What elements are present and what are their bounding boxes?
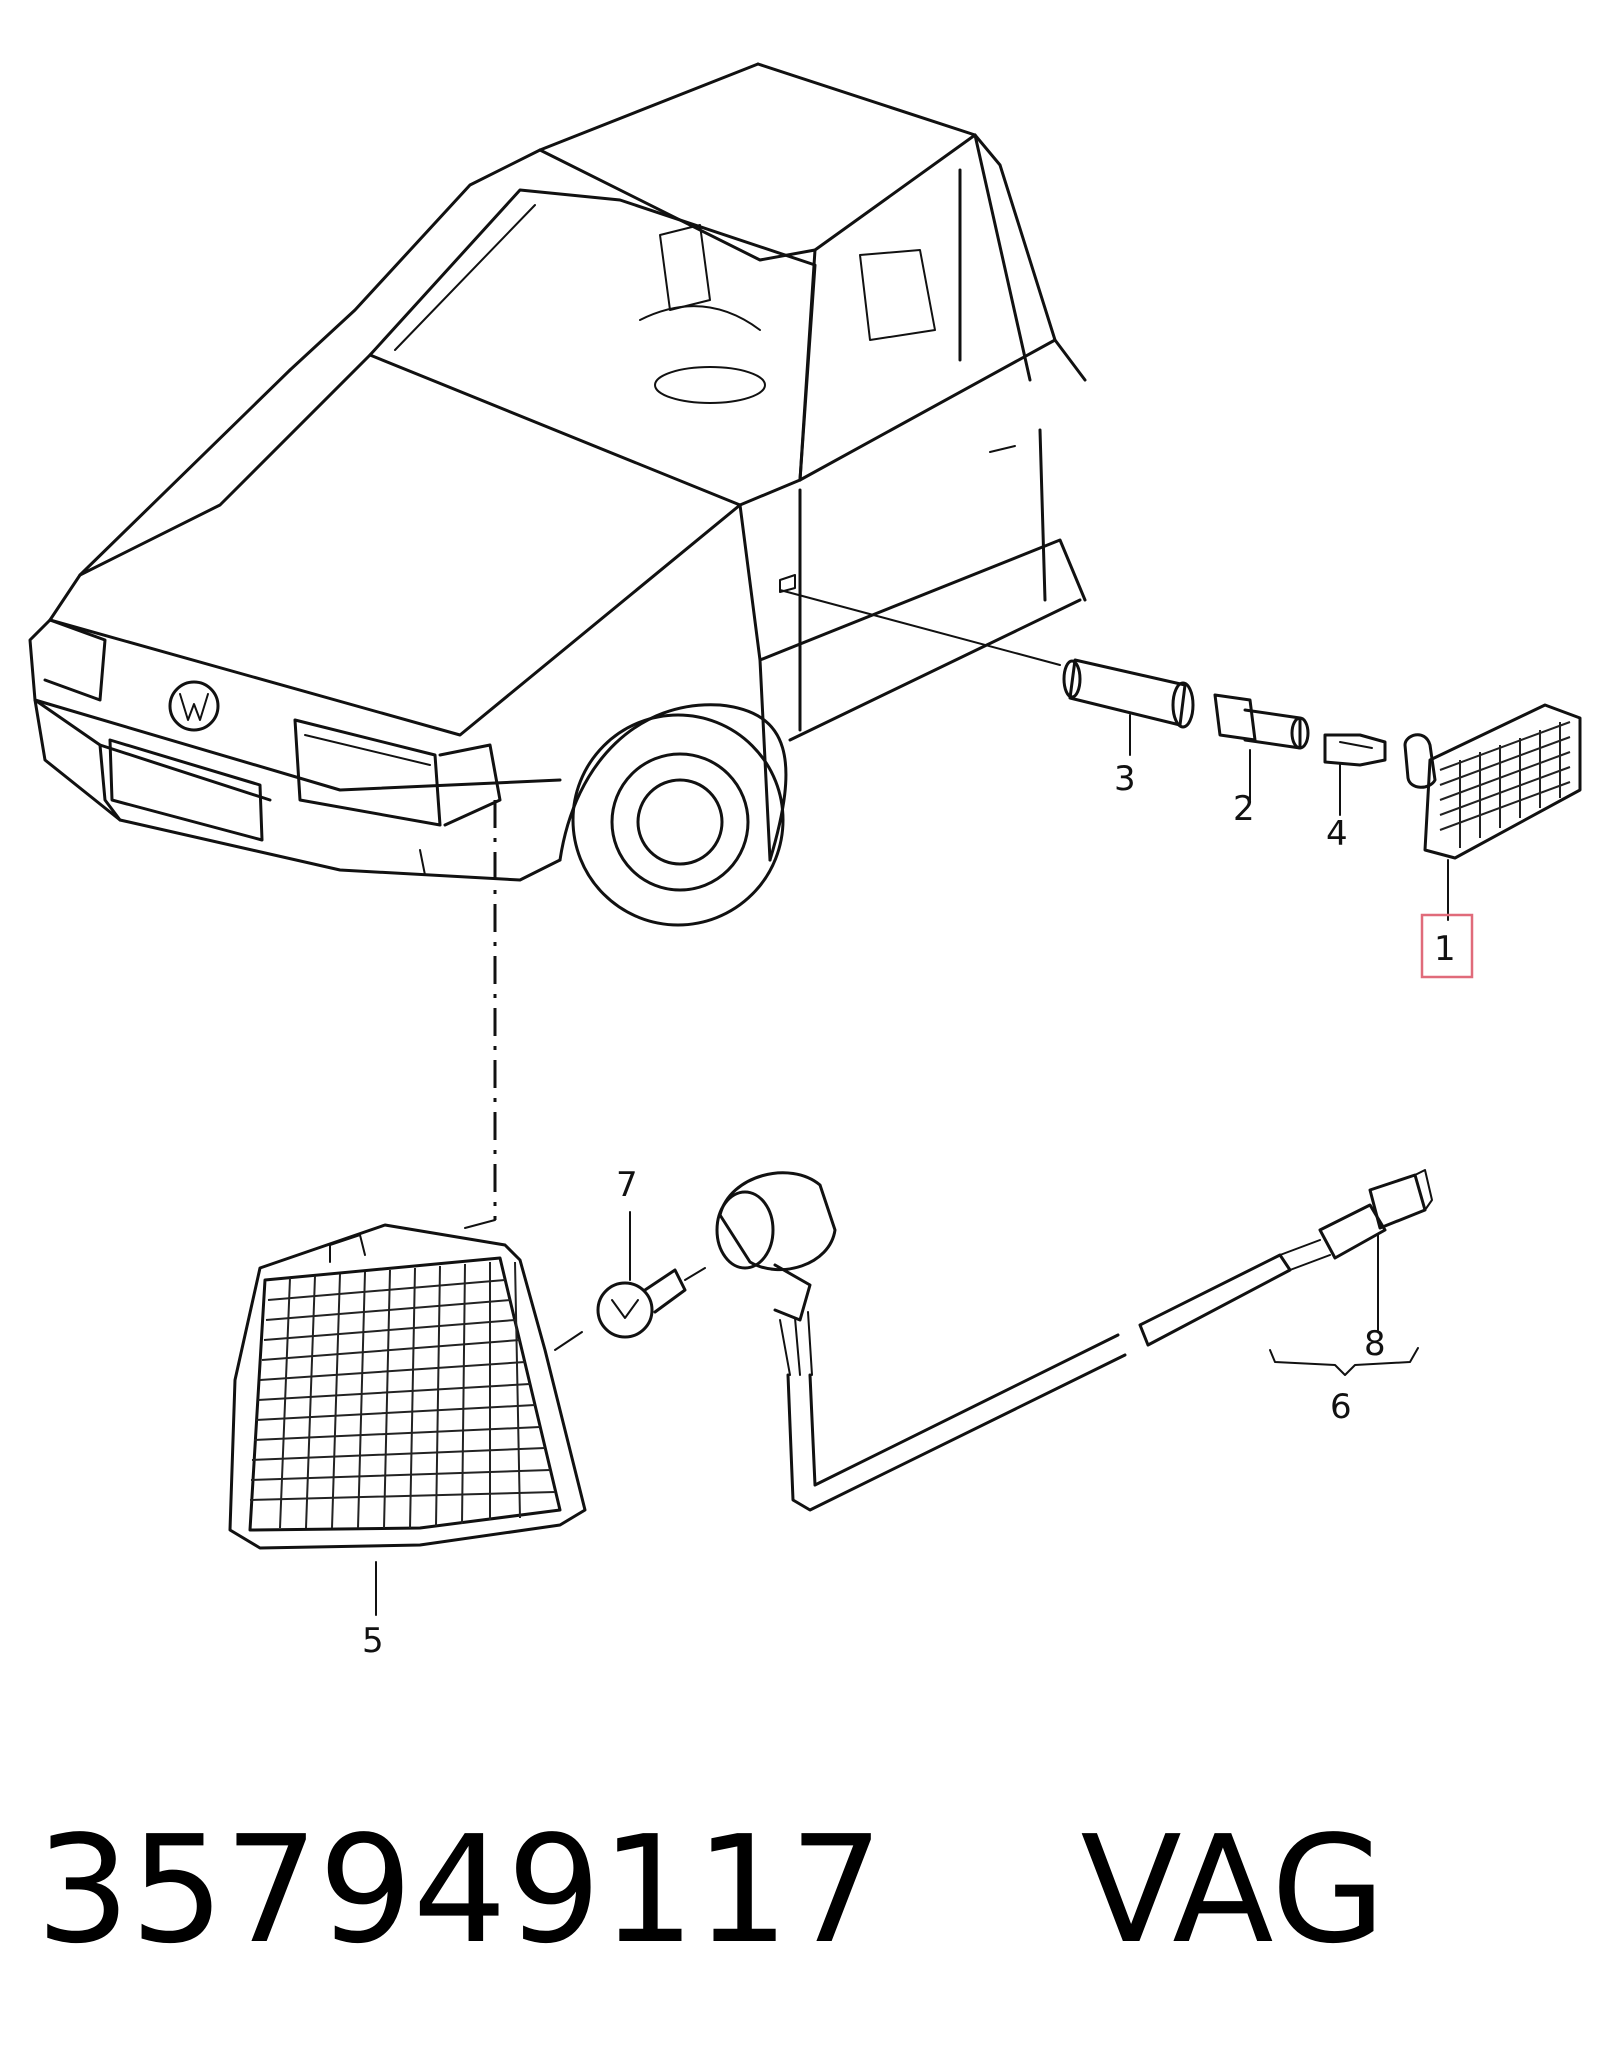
part-caption: 357949117 VAG	[36, 1790, 1596, 1990]
callout-5-label: 5	[362, 1621, 384, 1661]
part-1-side-marker-lens	[1403, 703, 1582, 921]
callout-8-label: 8	[1364, 1324, 1386, 1364]
part-number: 357949117	[36, 1804, 884, 1976]
brand-name: VAG	[1080, 1804, 1386, 1976]
callout-4-label: 4	[1326, 814, 1348, 854]
callout-1: 1	[1420, 913, 1474, 979]
part-3-socket-sleeve	[1062, 658, 1195, 756]
part-2-bulb-holder	[1213, 693, 1310, 801]
callout-2-label: 2	[1233, 789, 1255, 829]
part-5-front-indicator-lens	[228, 1223, 587, 1616]
callout-1-label: 1	[1434, 929, 1456, 969]
callout-3-label: 3	[1114, 759, 1136, 799]
callout-6-label: 6	[1330, 1387, 1352, 1427]
leader-line-side-marker	[779, 589, 1061, 666]
part-7-bulb	[554, 1211, 706, 1351]
part-4-wedge-bulb	[1323, 733, 1387, 816]
car-illustration	[28, 62, 1087, 927]
parts-diagram: 1 2 3 4 5 6 7 8	[28, 62, 1582, 1661]
part-6-wiring-harness	[715, 1169, 1433, 1512]
callout-1-highlight-box	[1420, 913, 1474, 979]
callout-7-label: 7	[616, 1165, 638, 1205]
